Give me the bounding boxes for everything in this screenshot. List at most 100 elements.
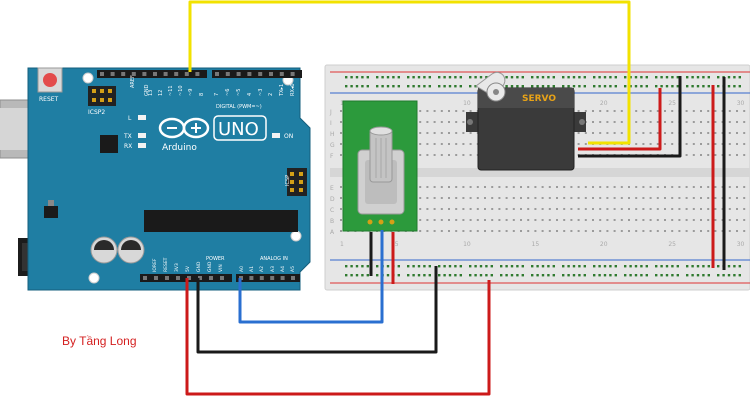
breadboard-hole (592, 110, 594, 112)
row-letter: H (330, 131, 335, 138)
column-number: 20 (600, 241, 608, 248)
breadboard-hole (620, 132, 623, 134)
header-pin (225, 72, 230, 76)
rail-hole (717, 265, 720, 268)
rail-hole (355, 265, 359, 268)
rail-hole (541, 274, 545, 277)
rail-hole (707, 76, 710, 79)
breadboard-hole (736, 186, 738, 188)
icsp-header (287, 168, 307, 196)
breadboard-hole (426, 110, 429, 112)
breadboard-hole (620, 197, 623, 199)
rail-hole (376, 85, 379, 88)
rail-hole (660, 85, 663, 88)
led-on (272, 133, 280, 138)
power-pin-label: 3V3 (174, 263, 180, 272)
breadboard-hole (484, 208, 486, 210)
breadboard-hole (541, 219, 544, 221)
rail-hole (696, 85, 700, 88)
rail-hole (707, 85, 710, 88)
voltage-regulator-tab (48, 200, 54, 206)
breadboard-hole (700, 186, 702, 188)
breadboard-hole (592, 219, 594, 221)
breadboard-hole (548, 208, 551, 210)
rail-hole (423, 274, 426, 277)
rail-hole (448, 85, 452, 88)
rail-hole (707, 274, 710, 277)
digital-label: DIGITAL (PWM=~) (216, 104, 262, 110)
breadboard-hole (635, 132, 638, 134)
breadboard-hole (548, 230, 551, 232)
rail-hole (702, 274, 705, 277)
column-number: 5 (395, 241, 399, 248)
rail-hole (392, 76, 395, 79)
breadboard-hole (462, 121, 465, 123)
rail-hole (366, 76, 369, 79)
rail-hole (598, 274, 601, 277)
breadboard-hole (541, 230, 544, 232)
breadboard-hole (664, 208, 666, 210)
rail-hole (578, 76, 581, 79)
breadboard-hole (714, 230, 717, 232)
breadboard-hole (671, 219, 674, 221)
breadboard-hole (534, 230, 537, 232)
breadboard-hole (433, 110, 436, 112)
digital-pin-label: ~10 (178, 85, 184, 96)
breadboard-hole (462, 219, 465, 221)
rail-hole (443, 265, 446, 268)
breadboard-hole (440, 186, 443, 188)
rail-hole (361, 76, 364, 79)
breadboard-hole (671, 110, 674, 112)
breadboard-hole (692, 230, 695, 232)
rail-hole (469, 85, 472, 88)
breadboard-hole (743, 230, 746, 232)
rail-hole (448, 274, 452, 277)
analog-header (236, 274, 300, 282)
row-letter: G (330, 142, 335, 149)
breadboard-hole (620, 219, 623, 221)
breadboard-hole (498, 186, 501, 188)
rail-hole (567, 85, 570, 88)
breadboard-hole (671, 121, 674, 123)
rail-hole (583, 76, 586, 79)
breadboard-hole (455, 208, 458, 210)
potentiometer (342, 100, 418, 232)
breadboard-hole (577, 143, 580, 145)
rail-hole (702, 76, 705, 79)
analog-in-label: ANALOG IN (260, 256, 288, 262)
breadboard-hole (426, 132, 429, 134)
digital-pin-label: 12 (158, 90, 164, 96)
header-pin (176, 276, 180, 280)
led-tx (138, 133, 146, 138)
breadboard-hole (462, 110, 465, 112)
rail-hole (578, 265, 581, 268)
breadboard-hole (620, 110, 623, 112)
breadboard-hole (584, 143, 587, 145)
breadboard-hole (685, 230, 688, 232)
author-credit: By Tầng Long (62, 334, 137, 348)
breadboard-hole (426, 230, 429, 232)
rail-hole (665, 76, 669, 79)
breadboard-hole (577, 110, 580, 112)
breadboard-hole (635, 208, 638, 210)
rail-hole (583, 265, 586, 268)
rail-hole (593, 76, 596, 79)
rail-hole (717, 76, 720, 79)
breadboard-hole (448, 143, 450, 145)
breadboard-hole (671, 230, 674, 232)
rail-hole (500, 265, 503, 268)
rail-hole (624, 85, 627, 88)
breadboard-hole (628, 208, 630, 210)
rail-hole (448, 76, 452, 79)
column-number: 25 (668, 100, 676, 107)
breadboard-hole (700, 121, 702, 123)
header-pin (153, 72, 157, 76)
rail-hole (459, 274, 462, 277)
rail-hole (552, 274, 555, 277)
breadboard-hole (620, 208, 623, 210)
header-pin (236, 72, 241, 76)
breadboard-hole (426, 121, 429, 123)
rail-hole (552, 76, 555, 79)
rail-hole (593, 265, 596, 268)
led-rx (138, 143, 146, 148)
